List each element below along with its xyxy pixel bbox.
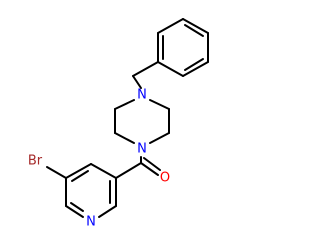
bond xyxy=(90,163,117,179)
bond xyxy=(114,132,135,144)
bond xyxy=(114,99,135,110)
bond xyxy=(98,205,117,218)
bond xyxy=(132,61,159,77)
bond xyxy=(65,163,92,179)
bond xyxy=(132,75,142,89)
atom-label-n-top: N xyxy=(137,88,147,103)
bond xyxy=(182,18,209,34)
bond xyxy=(184,24,204,37)
atom-label-n-pyridine: N xyxy=(86,215,96,230)
bond xyxy=(46,166,67,179)
bond xyxy=(157,61,184,77)
bond xyxy=(149,99,170,110)
bond xyxy=(184,58,204,71)
bond xyxy=(143,157,161,171)
bond xyxy=(182,61,209,77)
atom-labels: N N O N Br xyxy=(28,88,170,230)
atom-label-o: O xyxy=(160,171,170,186)
bond xyxy=(157,18,184,34)
atom-label-n-bottom: N xyxy=(137,142,147,157)
bond xyxy=(140,162,159,176)
bond xyxy=(71,170,89,182)
bond xyxy=(115,162,142,179)
atom-label-br: Br xyxy=(28,154,43,169)
bond xyxy=(70,202,84,212)
structure-diagram: N N O N Br xyxy=(28,18,209,230)
bond xyxy=(65,205,84,218)
bonds xyxy=(46,18,209,218)
bond xyxy=(149,132,170,144)
